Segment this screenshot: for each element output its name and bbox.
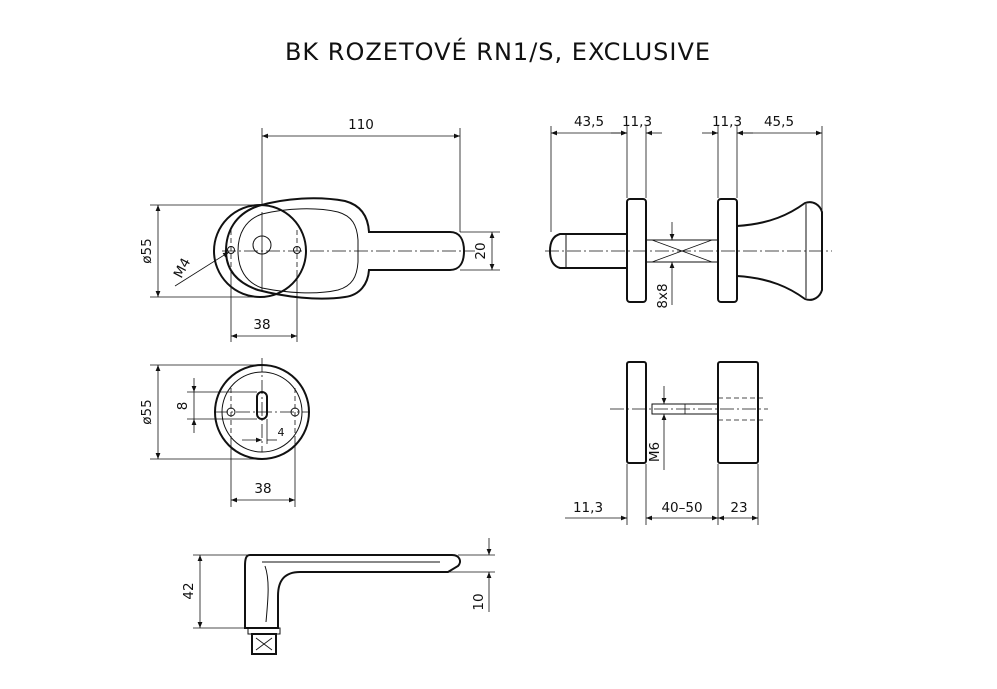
knob-inner-outline: [237, 208, 359, 294]
left-rosette: [626, 198, 647, 303]
knob-side-view: 43,5 11,3 11,3 45,5 8x8: [545, 114, 832, 309]
dim-10: 10: [471, 593, 487, 610]
dim-42: 42: [181, 582, 197, 599]
dim-8x8: 8x8: [655, 283, 671, 308]
dim-4-offset: 4: [278, 426, 285, 439]
lever-square-spindle: [251, 633, 277, 655]
dim-38-top: 38: [253, 317, 270, 333]
rosette-body-right: [717, 361, 759, 464]
knob-front-view: 110 ø55 20 M4 38: [139, 117, 500, 342]
dim-11-3-bottom: 11,3: [573, 500, 603, 516]
key-rosette-view: ø55 8 4 38: [139, 358, 310, 507]
lever-handle-view: 42 10: [181, 538, 495, 655]
dim-8-slot: 8: [175, 402, 191, 411]
rosette-side-view: M6 11,3 40–50 23: [565, 361, 768, 525]
drawing-title: BK ROZETOVÉ RN1/S, EXCLUSIVE: [285, 37, 711, 66]
dim-40-50: 40–50: [661, 500, 702, 516]
lever-inner-line: [262, 561, 440, 623]
thread-m6-label: M6: [647, 442, 663, 462]
dim-11-3-right: 11,3: [712, 114, 742, 130]
rosette-plate-left: [626, 361, 647, 464]
dim-110: 110: [348, 117, 374, 133]
dim-diameter-55-key: ø55: [139, 399, 155, 424]
thread-m4-label: M4: [171, 255, 195, 280]
dim-diameter-55: ø55: [139, 238, 155, 263]
dim-11-3-left: 11,3: [622, 114, 652, 130]
dim-43-5: 43,5: [574, 114, 604, 130]
dim-45-5: 45,5: [764, 114, 794, 130]
dim-38-key: 38: [254, 481, 271, 497]
right-rosette: [717, 198, 738, 303]
dim-20: 20: [473, 242, 489, 259]
dim-23: 23: [730, 500, 747, 516]
lever-outline: [244, 554, 461, 629]
